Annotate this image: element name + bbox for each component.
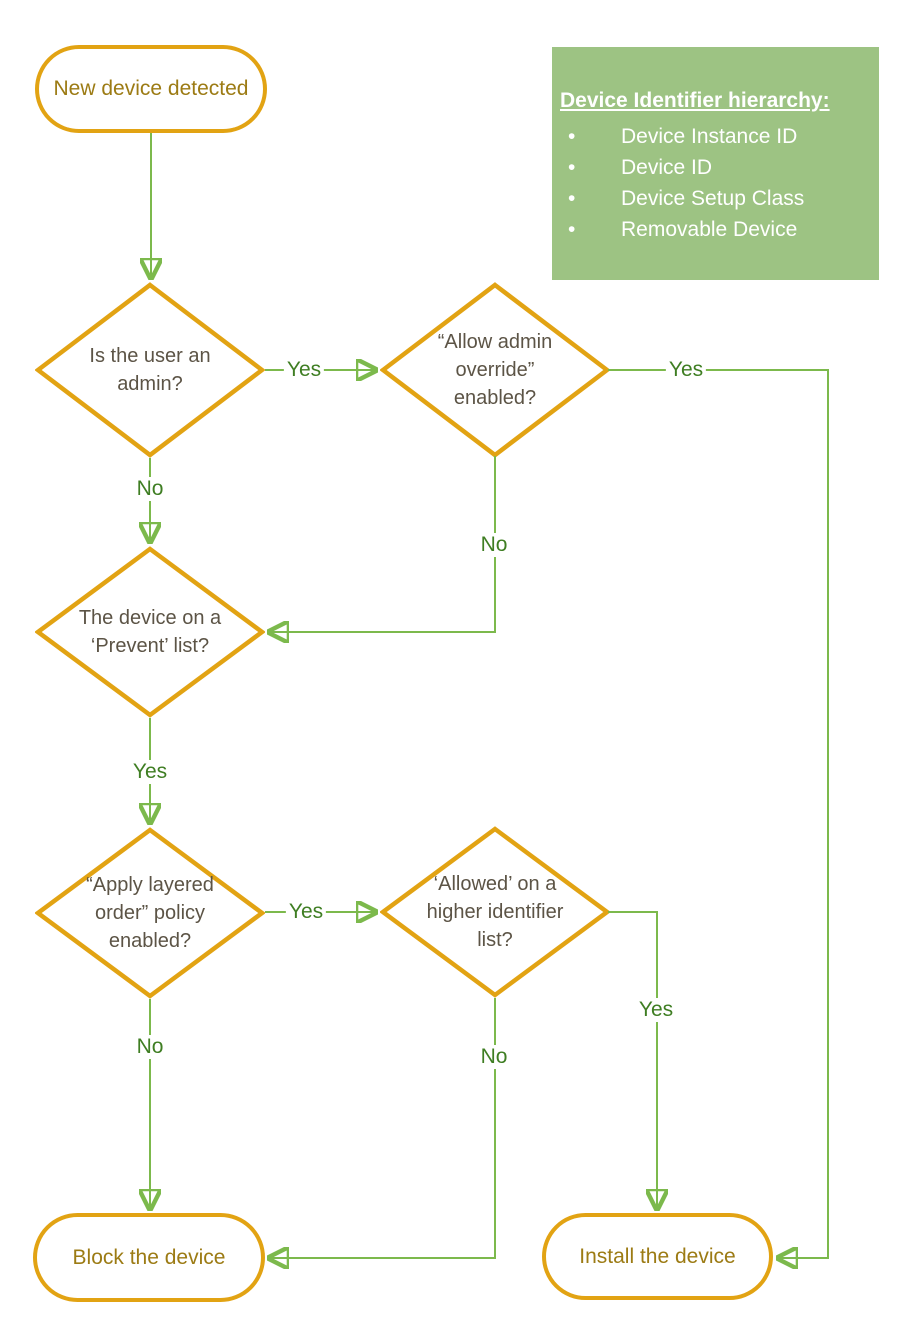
edge-override-no-to-prevent: [268, 456, 496, 632]
node-label: Install the device: [579, 1244, 736, 1268]
edge-label-no: No: [133, 1035, 167, 1059]
node-install-the-device: Install the device: [542, 1213, 773, 1300]
diamond-shape: [35, 546, 265, 718]
edge-label-yes: Yes: [285, 900, 327, 924]
legend-item: Removable Device: [560, 214, 871, 245]
node-label: Block the device: [72, 1245, 226, 1269]
node-prevent-list: The device on a ‘Prevent’ list?: [35, 546, 265, 718]
diamond-shape: [380, 282, 610, 458]
edge-allowed-yes-to-install: [608, 911, 657, 1210]
node-label: The device on a ‘Prevent’ list?: [78, 607, 222, 657]
node-label: ‘Allowed’ on a higher identifier list?: [426, 873, 564, 951]
node-label: New device detected: [53, 77, 249, 100]
edge-override-yes-to-install: [608, 369, 829, 1258]
node-apply-layered-order: “Apply layered order” policy enabled?: [35, 827, 265, 999]
node-new-device-detected: New device detected: [35, 45, 267, 133]
node-label: Is the user an admin?: [89, 345, 211, 395]
node-allow-admin-override: “Allow admin override” enabled?: [380, 282, 610, 458]
legend-item: Device Instance ID: [560, 121, 871, 152]
diamond-shape: [35, 827, 265, 999]
edge-label-yes: Yes: [283, 358, 325, 382]
legend-item: Device ID: [560, 152, 871, 183]
device-identifier-legend: Device Identifier hierarchy: Device Inst…: [552, 47, 879, 280]
legend-item: Device Setup Class: [560, 183, 871, 214]
legend-list: Device Instance ID Device ID Device Setu…: [560, 121, 871, 245]
diamond-shape: [380, 826, 610, 998]
diamond-shape: [35, 282, 265, 458]
edge-label-yes: Yes: [665, 358, 707, 382]
edge-label-yes: Yes: [129, 760, 171, 784]
edge-label-yes: Yes: [635, 998, 677, 1022]
node-label: “Allow admin override” enabled?: [437, 331, 553, 409]
edge-label-no: No: [477, 1045, 511, 1069]
edge-label-no: No: [477, 533, 511, 557]
edge-allowed-no-to-block: [268, 998, 496, 1258]
node-allowed-higher-identifier: ‘Allowed’ on a higher identifier list?: [380, 826, 610, 998]
legend-title: Device Identifier hierarchy:: [560, 89, 830, 112]
edge-label-no: No: [133, 477, 167, 501]
node-block-the-device: Block the device: [33, 1213, 265, 1302]
node-label: “Apply layered order” policy enabled?: [86, 874, 214, 952]
node-is-user-admin: Is the user an admin?: [35, 282, 265, 458]
